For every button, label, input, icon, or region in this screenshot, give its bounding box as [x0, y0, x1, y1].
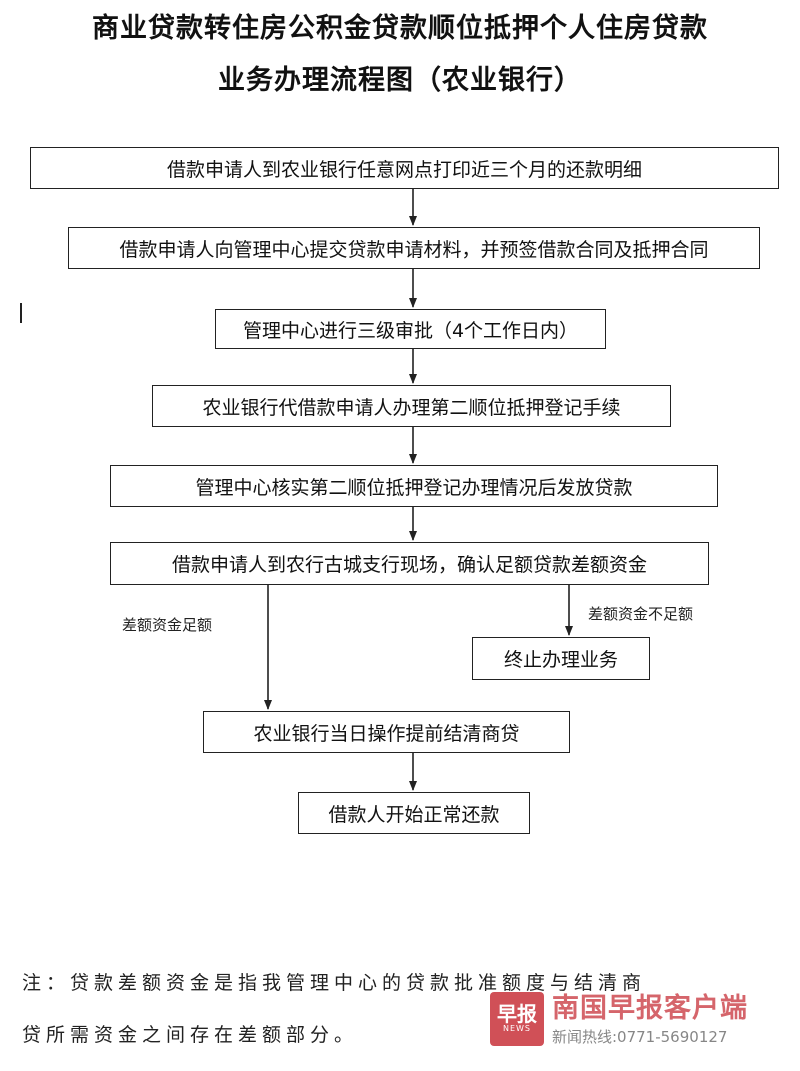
watermark-app-name: 南国早报客户端 — [552, 993, 748, 1024]
footnote-line1: 注：贷款差额资金是指我管理中心的贷款批准额度与结清商 — [22, 972, 647, 994]
step-confirm-gap-funds: 借款申请人到农行古城支行现场，确认足额贷款差额资金 — [110, 542, 709, 585]
step-confirm-gap-funds-label: 借款申请人到农行古城支行现场，确认足额贷款差额资金 — [171, 554, 647, 576]
step-print-repayment-details: 借款申请人到农业银行任意网点打印近三个月的还款明细 — [30, 147, 779, 189]
footnote-line2: 贷所需资金之间存在差额部分。 — [22, 1024, 359, 1046]
step-second-mortgage-registration: 农业银行代借款申请人办理第二顺位抵押登记手续 — [152, 385, 671, 427]
watermark-logo-text: 早报 — [497, 1002, 537, 1027]
step-submit-application: 借款申请人向管理中心提交贷款申请材料，并预签借款合同及抵押合同 — [68, 227, 760, 269]
step-terminate-business: 终止办理业务 — [472, 637, 650, 680]
step-second-mortgage-registration-label: 农业银行代借款申请人办理第二顺位抵押登记手续 — [202, 396, 621, 419]
branch-label-insufficient: 差额资金不足额 — [588, 605, 694, 623]
step-start-normal-repayment: 借款人开始正常还款 — [298, 792, 530, 834]
step-print-repayment-details-label: 借款申请人到农业银行任意网点打印近三个月的还款明细 — [166, 158, 642, 181]
watermark-logo-sub: NEWS — [502, 1024, 532, 1034]
step-three-level-approval: 管理中心进行三级审批（4个工作日内） — [215, 309, 606, 349]
step-start-normal-repayment-label: 借款人开始正常还款 — [328, 803, 500, 826]
step-terminate-business-label: 终止办理业务 — [503, 649, 618, 671]
step-three-level-approval-label: 管理中心进行三级审批（4个工作日内） — [242, 319, 579, 342]
watermark-hotline: 新闻热线:0771-5690127 — [552, 1028, 728, 1046]
step-submit-application-label: 借款申请人向管理中心提交贷款申请材料，并预签借款合同及抵押合同 — [119, 238, 709, 261]
watermark-logo: 早报 NEWS — [490, 992, 544, 1046]
step-early-settle-commercial-loan: 农业银行当日操作提前结清商贷 — [203, 711, 570, 753]
step-verify-and-disburse: 管理中心核实第二顺位抵押登记办理情况后发放贷款 — [110, 465, 718, 507]
diagram-title-line1: 商业贷款转住房公积金贷款顺位抵押个人住房贷款 — [92, 13, 708, 44]
text-cursor-mark — [20, 303, 22, 323]
step-verify-and-disburse-label: 管理中心核实第二顺位抵押登记办理情况后发放贷款 — [195, 476, 633, 499]
watermark: 早报 NEWS 南国早报客户端 新闻热线:0771-5690127 — [490, 982, 790, 1062]
branch-label-sufficient: 差额资金足额 — [122, 616, 213, 634]
step-early-settle-commercial-loan-label: 农业银行当日操作提前结清商贷 — [253, 722, 520, 745]
diagram-title-line2: 业务办理流程图（农业银行） — [218, 65, 582, 96]
